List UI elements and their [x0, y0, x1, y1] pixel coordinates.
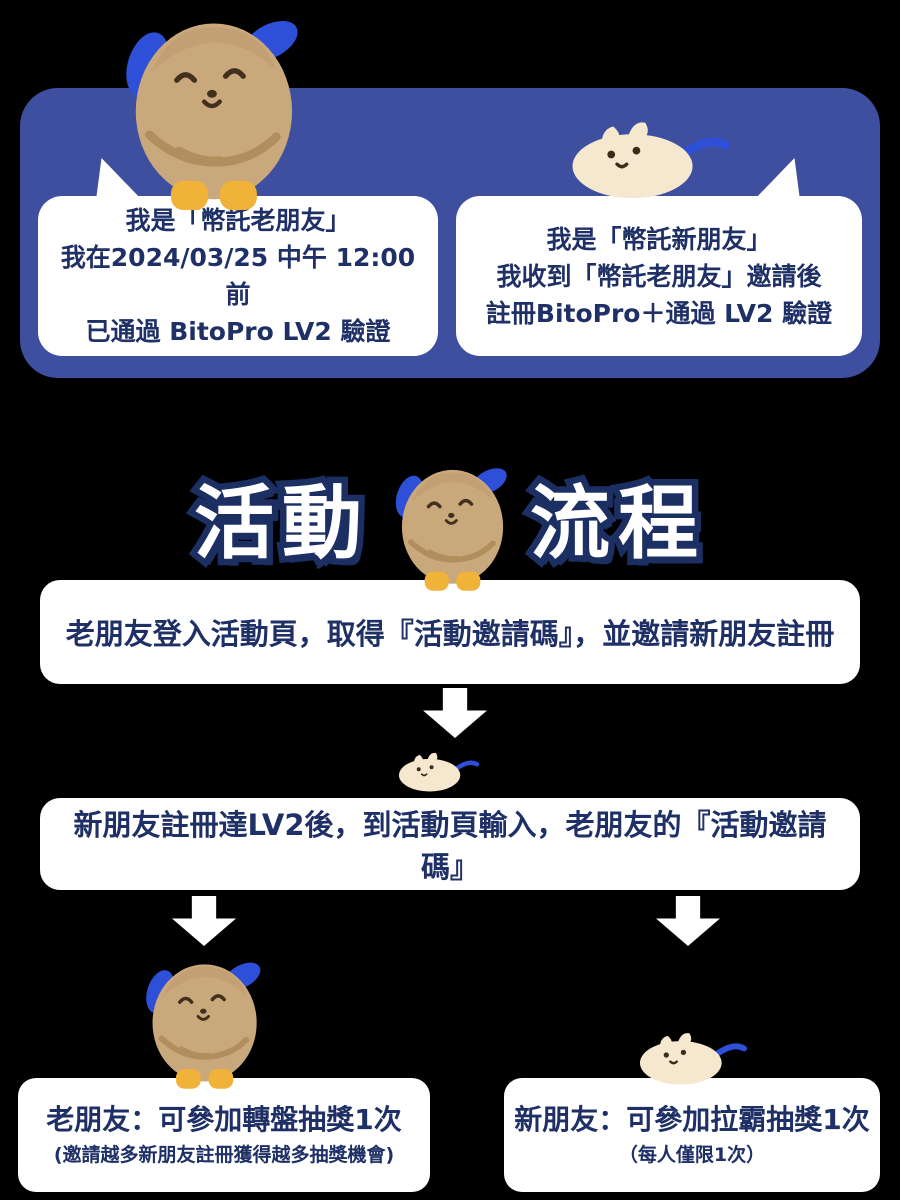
new-friend-hamster-icon: [636, 1024, 748, 1088]
title-outline: 流程: [524, 473, 706, 574]
old-friend-speech-bubble: 我是「幣託老朋友」 我在2024/03/25 中午 12:00 前 已通過 Bi…: [38, 196, 438, 356]
title-fill: 活動: [194, 477, 370, 570]
bubble-line: 我是「幣託新朋友」: [546, 224, 772, 254]
old-friend-result-title: 老朋友：可參加轉盤抽獎1次: [46, 1102, 402, 1136]
old-friend-dog-icon: [120, 2, 300, 212]
section-title: 活動 活動 流程 流程: [0, 448, 900, 600]
title-fill: 流程: [530, 477, 706, 570]
flow-step-2-text: 新朋友註冊達LV2後，到活動頁輸入，老朋友的『活動邀請碼』: [73, 808, 827, 884]
down-arrow-icon: [423, 688, 487, 738]
new-friend-hamster-icon: [565, 110, 733, 202]
old-friend-result-note: (邀請越多新朋友註冊獲得越多抽獎機會): [53, 1144, 395, 1167]
new-friend-speech-bubble: 我是「幣託新朋友」 我收到「幣託老朋友」邀請後 註冊BitoPro＋通過 LV2…: [456, 196, 862, 356]
bubble-line: 我是「幣託老朋友」: [125, 206, 351, 235]
down-arrow-icon: [172, 896, 236, 946]
down-arrow-icon: [656, 896, 720, 946]
flow-step-2: 新朋友註冊達LV2後，到活動頁輸入，老朋友的『活動邀請碼』: [40, 798, 860, 890]
old-friend-dog-icon: [142, 950, 262, 1090]
bubble-line: 我在2024/03/25 中午 12:00 前: [60, 243, 416, 309]
title-text-left: 活動 活動: [188, 473, 370, 574]
new-friend-result-title: 新朋友：可參加拉霸抽獎1次: [514, 1102, 870, 1136]
bubble-line: 我收到「幣託老朋友」邀請後: [496, 261, 822, 291]
old-friend-dog-icon: [392, 456, 508, 592]
old-friend-result-card: 老朋友：可參加轉盤抽獎1次 (邀請越多新朋友註冊獲得越多抽獎機會): [18, 1078, 430, 1192]
bubble-line: 註冊BitoPro＋通過 LV2 驗證: [485, 298, 833, 328]
flow-step-1: 老朋友登入活動頁，取得『活動邀請碼』，並邀請新朋友註冊: [40, 580, 860, 684]
new-friend-hamster-icon: [396, 746, 480, 794]
new-friend-result-note: （每人僅限1次）: [618, 1144, 766, 1167]
title-text-right: 流程 流程: [524, 473, 706, 574]
title-outline: 活動: [188, 473, 370, 574]
bubble-line: 已通過 BitoPro LV2 驗證: [85, 317, 391, 346]
new-friend-result-card: 新朋友：可參加拉霸抽獎1次 （每人僅限1次）: [504, 1078, 880, 1192]
flow-step-1-text: 老朋友登入活動頁，取得『活動邀請碼』，並邀請新朋友註冊: [65, 617, 835, 651]
